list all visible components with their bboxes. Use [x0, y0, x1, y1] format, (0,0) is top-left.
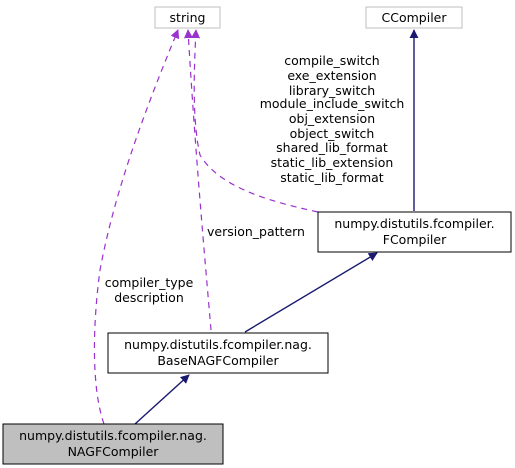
inheritance-edge-nagf-basenag: [134, 374, 190, 425]
edge-label: shared_lib_format: [276, 140, 388, 155]
edge-label: library_switch: [289, 83, 375, 98]
edge-label: compiler_type: [105, 275, 194, 290]
edge-label: object_switch: [290, 126, 375, 141]
edge-label: static_lib_extension: [271, 155, 394, 170]
node-label-line2: NAGFCompiler: [68, 444, 160, 459]
node-nagfcompiler[interactable]: numpy.distutils.fcompiler.nag. NAGFCompi…: [2, 423, 224, 465]
edge-label-group-fcompiler-members: compile_switch exe_extension library_swi…: [260, 53, 405, 185]
edge-label: module_include_switch: [260, 96, 405, 111]
node-basenagfcompiler[interactable]: numpy.distutils.fcompiler.nag. BaseNAGFC…: [107, 332, 329, 374]
usage-edge-string-basenag: [183, 29, 212, 331]
edge-label-version-pattern: version_pattern: [207, 224, 305, 239]
edge-label: compile_switch: [284, 53, 379, 68]
usage-edge-string-fcompiler: [191, 29, 319, 213]
edge-label: static_lib_format: [280, 170, 384, 185]
node-fcompiler[interactable]: numpy.distutils.fcompiler. FCompiler: [317, 211, 512, 253]
node-label: string: [170, 10, 206, 25]
usage-edge-string-nagf: [93, 29, 180, 425]
node-ccompiler[interactable]: CCompiler: [365, 6, 463, 29]
edge-label: description: [114, 290, 184, 305]
node-label: CCompiler: [382, 10, 448, 25]
edge-label: exe_extension: [287, 68, 376, 83]
node-label-line1: numpy.distutils.fcompiler.nag.: [19, 428, 207, 443]
node-label-line1: numpy.distutils.fcompiler.nag.: [124, 337, 312, 352]
edge-label: obj_extension: [289, 111, 375, 126]
edge-label-group-nagf-members: compiler_type description: [105, 275, 194, 305]
node-label-line1: numpy.distutils.fcompiler.: [334, 216, 494, 231]
inheritance-edge-basenag-fcompiler: [244, 252, 378, 333]
node-label-line2: BaseNAGFCompiler: [157, 353, 279, 368]
node-label-line2: FCompiler: [383, 232, 447, 247]
node-string[interactable]: string: [154, 6, 221, 29]
